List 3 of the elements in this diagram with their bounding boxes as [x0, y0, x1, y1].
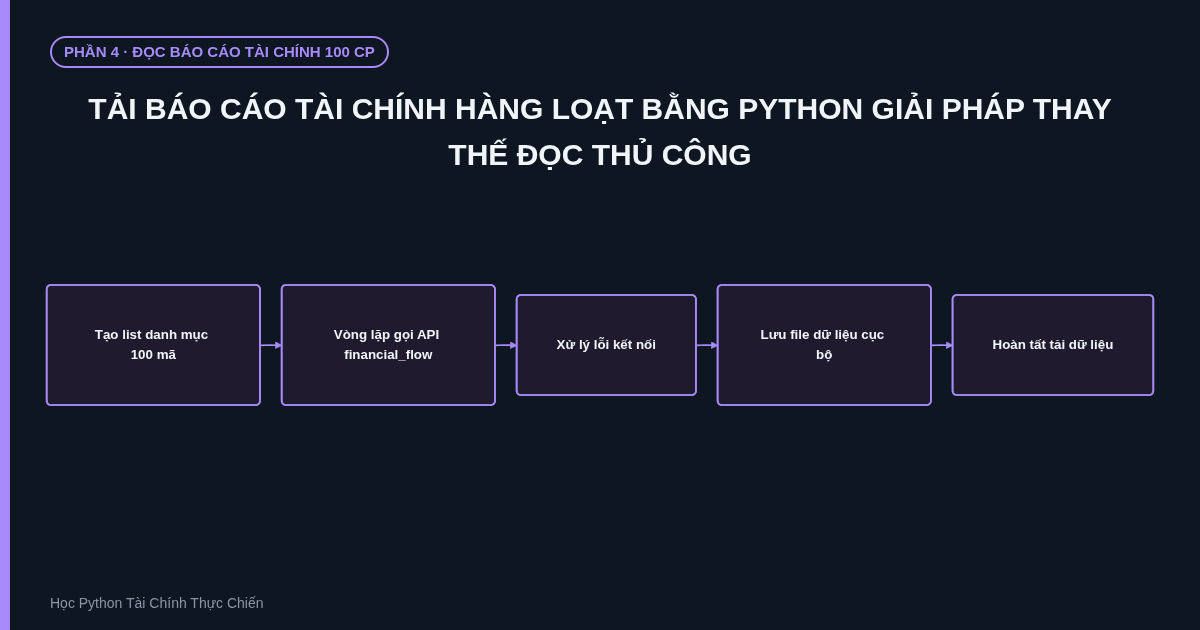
section-badge: PHẦN 4 · ĐỌC BÁO CÁO TÀI CHÍNH 100 CP: [50, 36, 389, 68]
title: TẢI BÁO CÁO TÀI CHÍNH HÀNG LOẠT BẰNG PYTHON GIẢI PHÁP THAY THẾ ĐỌC THỦ CÔNG: [87, 91, 1113, 173]
footer-text: Học Python Tài Chính Thực Chiến: [50, 594, 264, 612]
